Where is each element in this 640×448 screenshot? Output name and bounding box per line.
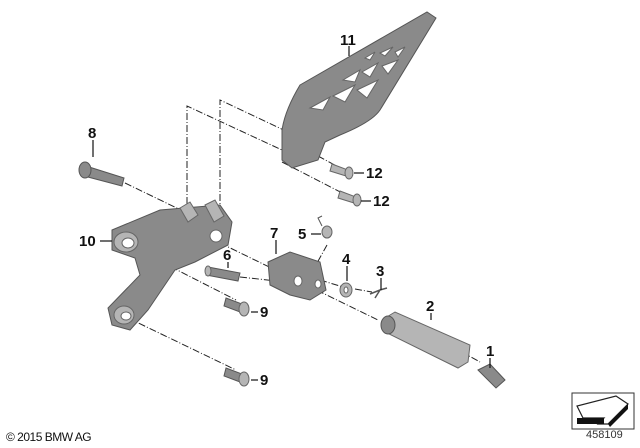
callout-11: 11 (340, 32, 356, 49)
callout-3: 3 (376, 263, 384, 280)
washer-part (339, 282, 353, 298)
callout-12-lower: 12 (373, 193, 390, 210)
callout-7: 7 (270, 225, 278, 242)
callout-9-lower: 9 (260, 372, 268, 389)
callout-2: 2 (426, 298, 434, 315)
arrow-view-icon (571, 392, 635, 430)
callout-4: 4 (342, 251, 351, 268)
split-pin-part (369, 287, 388, 299)
callout-5: 5 (298, 226, 306, 243)
callout-leaders (92, 46, 491, 381)
clevis-part (267, 251, 327, 301)
copyright-text: © 2015 BMW AG (6, 430, 92, 444)
callout-6: 6 (223, 247, 231, 264)
bolt-part-9-upper (223, 297, 250, 317)
pin-part-6 (204, 265, 241, 282)
callout-8: 8 (88, 125, 96, 142)
bolt-part-12-lower (337, 190, 362, 207)
screw-part-1 (477, 363, 506, 389)
footrest-bracket-part (107, 199, 233, 331)
bolt-part-8 (78, 161, 125, 187)
heel-guard-part (281, 11, 437, 169)
callout-10: 10 (79, 233, 96, 250)
callout-9-upper: 9 (260, 304, 268, 321)
callout-1: 1 (486, 343, 494, 360)
bolt-part-9-lower (223, 367, 250, 387)
assembly-lines (124, 99, 481, 371)
diagram-number: 458109 (586, 429, 623, 441)
bolt-part-12-upper (329, 163, 354, 180)
footpeg-part (380, 311, 471, 369)
spring-part (317, 215, 333, 239)
callout-12-upper: 12 (366, 165, 383, 182)
